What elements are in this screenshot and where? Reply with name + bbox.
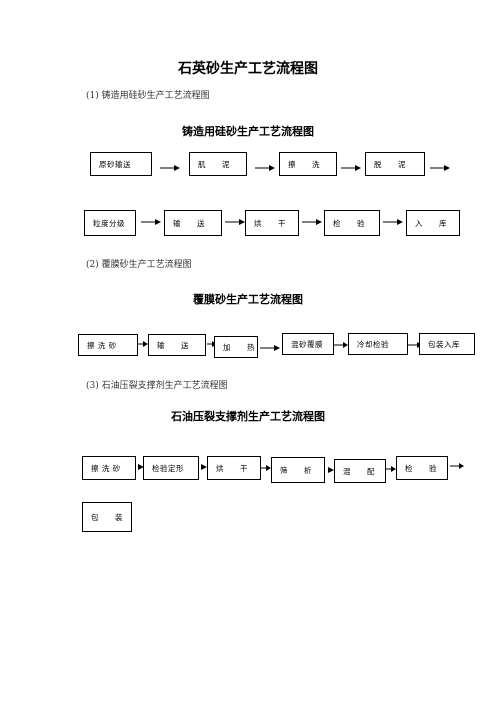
section-3-chart-title: 石油压裂支撑剂生产工艺流程图 bbox=[171, 410, 325, 423]
section-3-label: (3) 石油压裂支撑剂生产工艺流程图 bbox=[86, 381, 228, 391]
flow-arrow bbox=[255, 164, 275, 174]
flow-box-mix-coat: 混砂覆膜 bbox=[282, 333, 334, 355]
section-2-chart-title: 覆膜砂生产工艺流程图 bbox=[193, 293, 303, 306]
section-1-chart-title: 铸造用硅砂生产工艺流程图 bbox=[182, 125, 314, 138]
flow-box-blend: 混 配 bbox=[334, 459, 386, 483]
flow-box-desliming: 脱 泥 bbox=[365, 152, 425, 176]
flow-box-scrubbed-sand: 擦 洗 砂 bbox=[78, 334, 138, 356]
section-1-label: (1) 铸造用硅砂生产工艺流程图 bbox=[86, 91, 210, 101]
flow-arrow bbox=[430, 164, 450, 174]
flow-arrow bbox=[260, 344, 280, 354]
flow-box-scrubbed-sand: 擦 洗 砂 bbox=[82, 456, 136, 480]
flow-arrow bbox=[199, 463, 207, 473]
flow-arrow bbox=[225, 218, 245, 228]
flow-arrow bbox=[141, 218, 161, 228]
flow-arrow bbox=[138, 340, 148, 350]
flow-box-dry: 烘 干 bbox=[245, 210, 299, 236]
flow-box-grading: 粒度分级 bbox=[84, 210, 136, 236]
flow-box-pack-store: 包装入库 bbox=[419, 333, 475, 355]
flow-box-inspect: 检 验 bbox=[324, 210, 380, 236]
document-title: 石英砂生产工艺流程图 bbox=[178, 61, 318, 77]
flow-arrow bbox=[383, 218, 403, 228]
flow-box-dry: 烘 干 bbox=[207, 456, 261, 480]
flow-arrow bbox=[261, 464, 271, 474]
flow-box-screen: 筛 析 bbox=[271, 457, 325, 483]
flow-arrow bbox=[341, 164, 361, 174]
flow-arrow bbox=[386, 465, 396, 475]
flow-box-inspect: 检 验 bbox=[396, 456, 448, 480]
flow-box-storage: 入 库 bbox=[406, 210, 460, 236]
flow-box-scrub: 擦 洗 bbox=[279, 152, 337, 176]
section-2-label: (2) 覆膜砂生产工艺流程图 bbox=[86, 260, 192, 270]
flow-box-inspect-shape: 检验定形 bbox=[143, 456, 199, 480]
flow-arrow bbox=[326, 466, 334, 476]
flow-arrow bbox=[334, 341, 348, 351]
flow-box-convey: 输 送 bbox=[148, 334, 206, 356]
flow-box-convey: 输 送 bbox=[164, 210, 222, 236]
flow-arrow bbox=[302, 218, 322, 228]
flow-box-mud: 肌 泥 bbox=[189, 152, 247, 176]
flow-arrow bbox=[136, 463, 144, 473]
flow-arrow bbox=[160, 164, 180, 174]
flow-box-package: 包 装 bbox=[82, 502, 132, 532]
flow-box-cool-inspect: 冷却检验 bbox=[348, 333, 408, 355]
flow-arrow bbox=[450, 462, 464, 472]
flow-box-raw-sand-transport: 原砂输送 bbox=[90, 152, 152, 176]
flow-box-heat: 加 热 bbox=[214, 336, 258, 358]
